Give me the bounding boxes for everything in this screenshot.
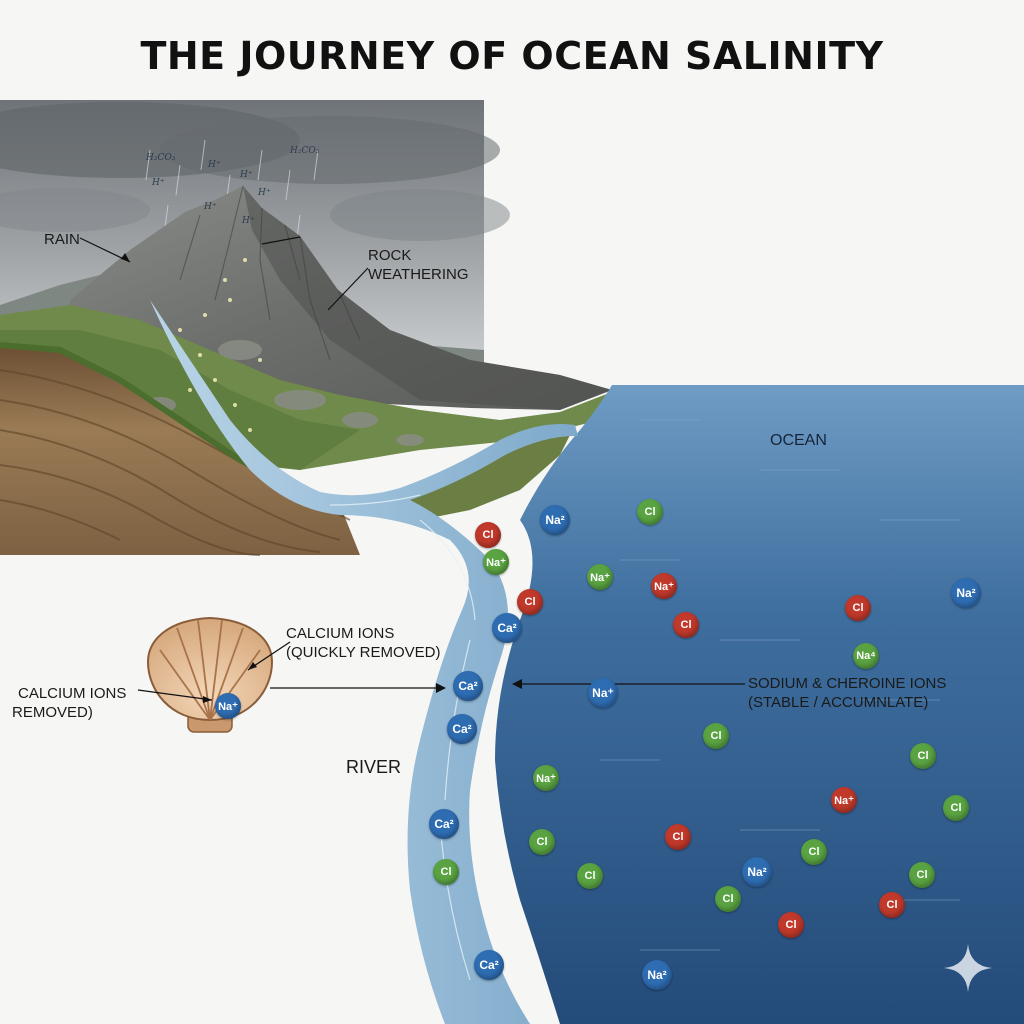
sparkle-icon <box>944 944 992 992</box>
ocean-ion: Na⁺ <box>587 564 613 590</box>
ocean-ion: Cl <box>703 723 729 749</box>
ocean-ion: Na⁴ <box>853 643 879 669</box>
river-ion-calcium: Ca² <box>492 613 522 643</box>
river-ion-calcium: Ca² <box>474 950 504 980</box>
sodium-chlorine-line1: SODIUM & CHEROINE IONS <box>748 675 947 692</box>
ocean-ion: Na² <box>742 857 772 887</box>
calcium-removed-label: CALCIUM IONS REMOVED) <box>12 684 126 722</box>
ocean-ion: Na² <box>951 578 981 608</box>
ocean-ion: Cl <box>943 795 969 821</box>
calcium-removed-line1: CALCIUM IONS <box>18 685 127 702</box>
rain-chem: H⁺ <box>152 178 165 188</box>
ocean-ion: Cl <box>909 862 935 888</box>
ocean-ion: Cl <box>910 743 936 769</box>
river-ion-chlorine: Cl <box>475 522 501 548</box>
ocean-ion: Cl <box>673 612 699 638</box>
seashell <box>146 616 274 733</box>
ocean-ion: Cl <box>778 912 804 938</box>
river-ion-chlorine: Cl <box>517 589 543 615</box>
rain-chem: H⁺ <box>204 202 217 212</box>
rain-chem: H₂CO₃ <box>146 153 176 163</box>
calcium-shell-line1: CALCIUM IONS <box>286 625 395 642</box>
river-label: RIVER <box>346 757 402 777</box>
rain-label: RAIN <box>44 231 80 248</box>
ocean-label: OCEAN <box>770 432 827 449</box>
rock-weathering-line1: ROCK <box>368 247 412 264</box>
river-ion-chlorine: Cl <box>433 859 459 885</box>
rain-chem: H⁺ <box>240 170 253 180</box>
shell-sodium-ion: Na⁺ <box>215 693 241 719</box>
ocean-ion: Cl <box>879 892 905 918</box>
rain-chem: H₂CO₃ <box>290 146 320 156</box>
river-ion-sodium: Na⁺ <box>483 549 509 575</box>
rain-chem: H⁺ <box>242 216 255 226</box>
calcium-removed-line2: REMOVED) <box>12 704 93 721</box>
ocean-ion: Cl <box>801 839 827 865</box>
calcium-shell-line2: (QUICKLY REMOVED) <box>286 644 441 661</box>
rain-chem: H⁺ <box>208 160 221 170</box>
ocean-ion: Cl <box>715 886 741 912</box>
ocean-ion: Cl <box>637 499 663 525</box>
river-ion-calcium: Ca² <box>447 714 477 744</box>
rock-weathering-line2: WEATHERING <box>368 266 469 283</box>
ocean-ion: Na⁺ <box>588 678 618 708</box>
sodium-chlorine-label: SODIUM & CHEROINE IONS (STABLE / ACCUMNL… <box>748 674 946 712</box>
rock-weathering-label: ROCK WEATHERING <box>368 246 469 284</box>
ocean-ion: Cl <box>845 595 871 621</box>
ocean-ion: Cl <box>529 829 555 855</box>
ocean-ion: Na⁺ <box>533 765 559 791</box>
sodium-chlorine-line2: (STABLE / ACCUMNLATE) <box>748 694 929 711</box>
ocean-ion: Na² <box>540 505 570 535</box>
ocean-ion: Na² <box>642 960 672 990</box>
ocean-ion: Cl <box>577 863 603 889</box>
page-title: THE JOURNEY OF OCEAN SALINITY <box>140 34 884 78</box>
ocean-ion: Cl <box>665 824 691 850</box>
ocean-ion: Na⁺ <box>651 573 677 599</box>
calcium-shell-label: CALCIUM IONS (QUICKLY REMOVED) <box>286 624 440 662</box>
rain-chem: H⁺ <box>258 188 271 198</box>
river-ion-calcium: Ca² <box>453 671 483 701</box>
ocean-ion: Na⁺ <box>831 787 857 813</box>
river-ion-calcium: Ca² <box>429 809 459 839</box>
